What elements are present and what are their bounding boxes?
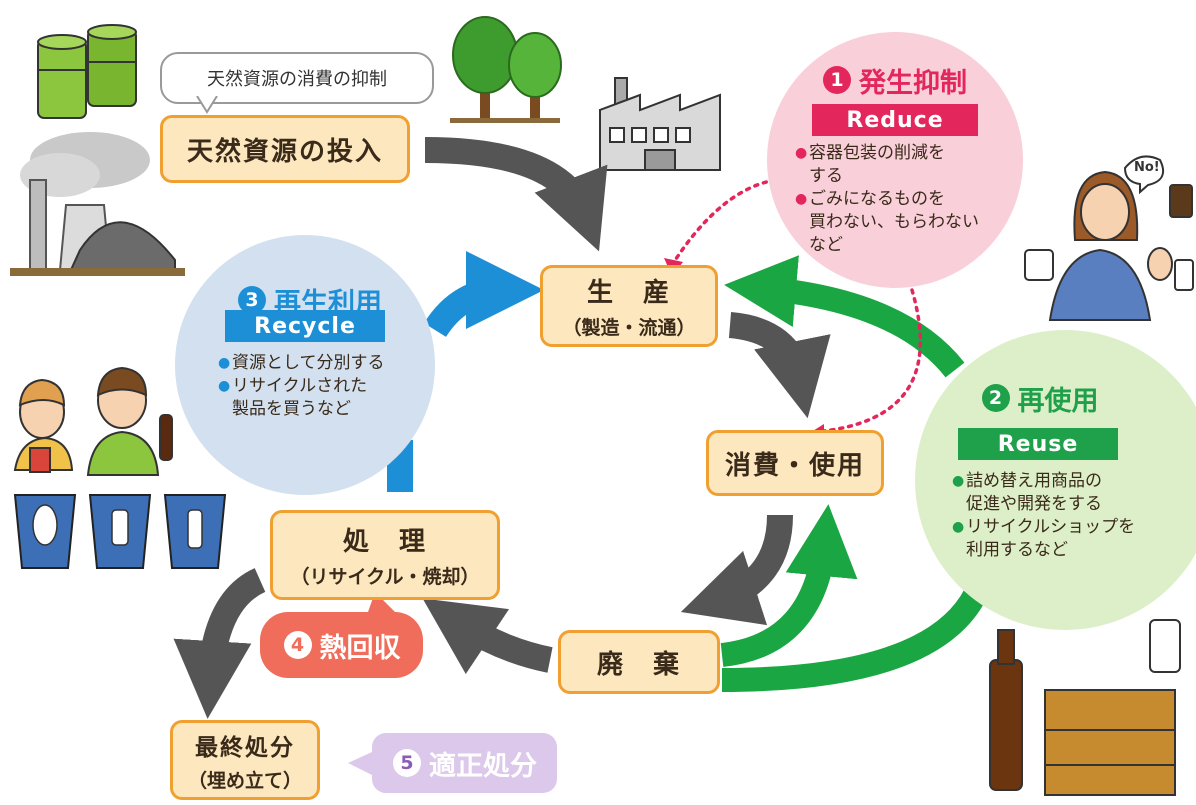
resource-speech-bubble: 天然資源の消費の抑制 (160, 52, 434, 104)
woman-no-sign: No! (1134, 160, 1160, 175)
speech-bubble-text: 天然資源の消費の抑制 (207, 69, 387, 90)
treatment-subtitle: （リサイクル・焼却） (290, 566, 480, 588)
reduce-heading: 1 発生抑制 (790, 62, 1000, 99)
reduce-bullet2-line1: ごみになるものを (809, 189, 945, 209)
reuse-english-band: Reuse (958, 428, 1118, 460)
heat-recovery-title: 熱回収 (319, 632, 401, 664)
reduce-dotted-arrows (670, 178, 922, 434)
heat-recovery-heading: 4 熱回収 (262, 627, 422, 664)
recycle-bullet2-line1: リサイクルされた (232, 376, 368, 396)
reduce-english-band: Reduce (812, 104, 978, 136)
treatment-node: 処 理 （リサイクル・焼却） (270, 510, 500, 600)
bullet-dot: ● (952, 473, 965, 489)
consumption-label: 消費・使用 (724, 450, 865, 481)
bullet-dot: ● (218, 355, 231, 371)
power-plant-illustration (10, 132, 185, 276)
production-title: 生 産 (586, 278, 671, 308)
reuse-bullet1-line1: 詰め替え用商品の (966, 471, 1102, 491)
heat-recovery-shape (260, 612, 423, 678)
reduce-number: 1 (823, 66, 851, 94)
treatment-title: 処 理 (342, 527, 427, 557)
proper-disposal-tail (348, 752, 372, 775)
reuse-bullet1-line2: 促進や開発をする (966, 494, 1102, 514)
reuse-english: Reuse (997, 431, 1079, 457)
reduce-bullet2-line3: など (809, 235, 843, 255)
reduce-bullet1-line1: 容器包装の削減を (809, 143, 945, 163)
green-flow-arrows (720, 255, 986, 692)
recycle-bullet1: 資源として分別する (232, 353, 385, 373)
consumption-node: 消費・使用 (706, 430, 884, 496)
natural-resources-node: 天然資源の投入 (160, 115, 410, 183)
disposal-node: 廃 棄 (558, 630, 720, 694)
proper-disposal-shape (372, 733, 557, 793)
reduce-bullet2-line2: 買わない、もらわない (809, 212, 979, 232)
trees-illustration (450, 16, 562, 123)
bullet-dot: ● (952, 519, 965, 535)
bullet-dot: ● (795, 145, 808, 161)
reduce-title: 発生抑制 (859, 67, 967, 99)
reuse-number: 2 (981, 384, 1010, 412)
reduce-bullets: ●容器包装の削減を する ●ごみになるものを 買わない、もらわない など (795, 142, 995, 257)
disposal-label: 廃 棄 (596, 649, 681, 680)
reduce-english: Reduce (846, 107, 944, 133)
recycle-english-band: Recycle (225, 310, 385, 342)
proper-disposal-title: 適正処分 (429, 750, 537, 782)
proper-disposal-heading: 5 適正処分 (375, 745, 555, 782)
oil-drums-illustration (37, 24, 137, 119)
recycle-bullet2-line2: 製品を買うなど (232, 399, 351, 419)
bottle-crate-illustration (989, 619, 1181, 796)
reuse-bullet2-line1: リサイクルショップを (966, 517, 1136, 537)
factory-illustration (599, 77, 721, 171)
reuse-bullets: ●詰め替え用商品の 促進や開発をする ●リサイクルショップを 利用するなど (952, 470, 1162, 562)
recycle-number: 3 (238, 286, 266, 314)
reduce-bullet1-line2: する (809, 166, 843, 186)
recycle-bullets: ●資源として分別する ●リサイクルされた 製品を買うなど (218, 352, 418, 421)
final-disposal-title: 最終処分 (195, 734, 295, 761)
bullet-dot: ● (218, 378, 231, 394)
proper-disposal-number: 5 (393, 749, 421, 777)
reuse-title: 再使用 (1017, 385, 1099, 417)
production-node: 生 産 （製造・流通） (540, 265, 718, 347)
reduce-circle (767, 32, 1023, 288)
woman-refusing-illustration (1024, 155, 1194, 321)
reuse-bullet2-line2: 利用するなど (966, 540, 1068, 560)
heat-recovery-number: 4 (283, 631, 312, 659)
final-disposal-subtitle: （埋め立て） (187, 769, 302, 792)
children-sorting-illustration (13, 366, 227, 569)
speech-bubble-tail (196, 96, 218, 114)
recycle-english: Recycle (254, 313, 356, 339)
natural-resources-label: 天然資源の投入 (186, 136, 383, 167)
reuse-heading: 2 再使用 (955, 380, 1125, 417)
final-disposal-node: 最終処分 （埋め立て） (170, 720, 320, 800)
production-subtitle: （製造・流通） (562, 317, 696, 339)
bullet-dot: ● (795, 191, 808, 207)
